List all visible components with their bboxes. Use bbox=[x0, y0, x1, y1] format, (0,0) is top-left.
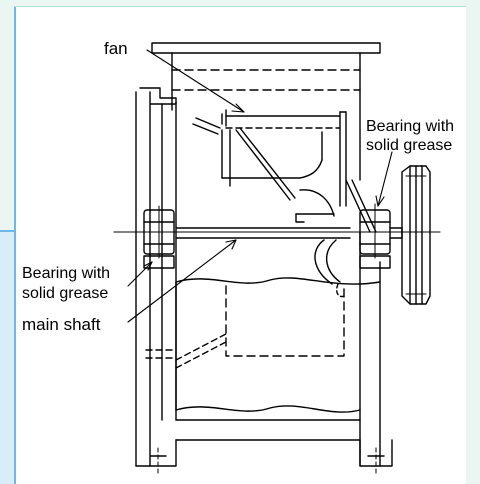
bearing-right-leader-arrow bbox=[375, 195, 385, 207]
left-bearing bbox=[143, 205, 175, 269]
bearing-left-leader-arrow bbox=[143, 261, 153, 271]
right-bearing bbox=[359, 203, 403, 269]
bearing-left-label-line2: solid grease bbox=[22, 285, 108, 302]
fan-leader bbox=[146, 49, 245, 113]
panel-accent-line bbox=[0, 230, 16, 232]
pulley bbox=[401, 165, 431, 305]
base bbox=[135, 419, 393, 477]
background-tint-lower bbox=[0, 230, 14, 484]
main-shaft-leader bbox=[127, 239, 237, 323]
bearing-left-leader bbox=[127, 261, 153, 287]
main-shaft bbox=[113, 227, 441, 239]
fan-assembly bbox=[192, 109, 347, 285]
bearing-right-label-line1: Bearing with bbox=[366, 118, 454, 135]
right-frame bbox=[345, 179, 381, 467]
fan-label: fan bbox=[104, 39, 128, 58]
background-tint-right bbox=[466, 0, 480, 484]
bearing-left-label-line1: Bearing with bbox=[22, 265, 110, 282]
fan-leader-arrow bbox=[231, 103, 245, 113]
housing bbox=[145, 277, 381, 413]
bearing-right-leader bbox=[377, 151, 393, 207]
main-shaft-label: main shaft bbox=[22, 315, 101, 334]
left-frame bbox=[135, 87, 177, 467]
panel-top-edge bbox=[14, 6, 466, 7]
hopper-inlet bbox=[151, 42, 381, 181]
main-shaft-leader-arrow bbox=[225, 239, 237, 250]
bearing-right-label-line2: solid grease bbox=[366, 137, 452, 154]
leader-lines bbox=[127, 49, 393, 323]
